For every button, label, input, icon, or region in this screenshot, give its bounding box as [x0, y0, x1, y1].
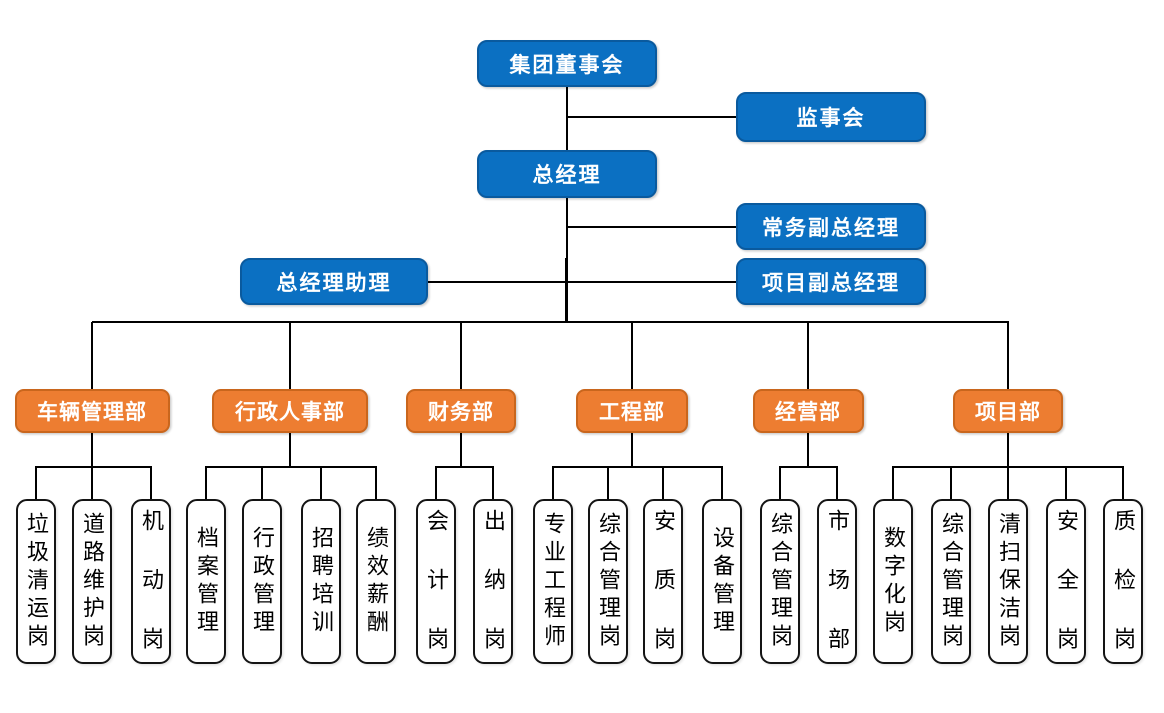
connector-line [565, 258, 568, 323]
node-position: 招聘培训 [301, 499, 341, 664]
connector-line [1007, 466, 1009, 499]
node-dept-admin-hr: 行政人事部 [212, 389, 368, 433]
connector-line [836, 466, 838, 499]
node-position: 安 质 岗 [643, 499, 683, 664]
node-position: 档案管理 [186, 499, 226, 664]
node-position: 会 计 岗 [416, 499, 456, 664]
connector-line [91, 466, 93, 499]
node-project-deputy-gm: 项目副总经理 [736, 258, 926, 305]
connector-line [662, 466, 664, 499]
connector-line [552, 466, 723, 468]
connector-line [460, 322, 462, 389]
connector-line [150, 466, 152, 499]
connector-line [289, 322, 291, 389]
node-position: 综合管理岗 [760, 499, 800, 664]
connector-line [566, 116, 736, 118]
connector-line [261, 466, 263, 499]
connector-line [1065, 466, 1067, 499]
connector-line [950, 466, 952, 499]
node-gm-assistant: 总经理助理 [240, 258, 428, 305]
connector-line [607, 466, 609, 499]
connector-line [631, 433, 633, 468]
node-position: 专业工程师 [533, 499, 573, 664]
connector-line [35, 466, 37, 499]
connector-line [1122, 466, 1124, 499]
node-supervisory-board: 监事会 [736, 92, 926, 142]
node-position: 绩效薪酬 [356, 499, 396, 664]
connector-line [807, 322, 809, 389]
connector-line [435, 466, 494, 468]
node-position: 垃圾清运岗 [16, 499, 56, 664]
connector-line [205, 466, 377, 468]
node-position: 综合管理岗 [588, 499, 628, 664]
node-dept-engineering: 工程部 [576, 389, 688, 433]
connector-line [552, 466, 554, 499]
connector-line [375, 466, 377, 499]
node-position: 综合管理岗 [931, 499, 971, 664]
connector-line [779, 466, 781, 499]
connector-line [721, 466, 723, 499]
connector-line [492, 466, 494, 499]
connector-line [35, 466, 152, 468]
connector-line [566, 226, 736, 228]
connector-line [1007, 322, 1009, 389]
node-executive-deputy-gm: 常务副总经理 [736, 203, 926, 250]
connector-line [807, 433, 809, 468]
connector-line [1007, 433, 1009, 468]
node-position: 市 场 部 [817, 499, 857, 664]
node-dept-project: 项目部 [953, 389, 1063, 433]
connector-line [289, 433, 291, 468]
node-general-manager: 总经理 [477, 150, 657, 198]
connector-line [92, 321, 1009, 323]
node-position: 质 检 岗 [1103, 499, 1143, 664]
node-position: 数字化岗 [873, 499, 913, 664]
connector-line [892, 466, 894, 499]
node-position: 设备管理 [702, 499, 742, 664]
node-dept-operations: 经营部 [752, 389, 864, 433]
node-position: 机 动 岗 [131, 499, 171, 664]
node-group-board: 集团董事会 [477, 40, 657, 87]
connector-line [428, 281, 736, 283]
connector-line [320, 466, 322, 499]
node-position: 行政管理 [242, 499, 282, 664]
connector-line [779, 466, 838, 468]
node-position: 道路维护岗 [72, 499, 112, 664]
connector-line [631, 322, 633, 389]
connector-line [205, 466, 207, 499]
connector-line [435, 466, 437, 499]
connector-line [566, 198, 568, 260]
node-position: 清扫保洁岗 [988, 499, 1028, 664]
connector-line [91, 433, 93, 468]
node-dept-finance: 财务部 [406, 389, 516, 433]
node-position: 安 全 岗 [1046, 499, 1086, 664]
node-position: 出 纳 岗 [473, 499, 513, 664]
connector-line [91, 322, 93, 389]
connector-line [460, 433, 462, 468]
node-dept-vehicle-management: 车辆管理部 [14, 389, 170, 433]
connector-line [566, 87, 568, 150]
